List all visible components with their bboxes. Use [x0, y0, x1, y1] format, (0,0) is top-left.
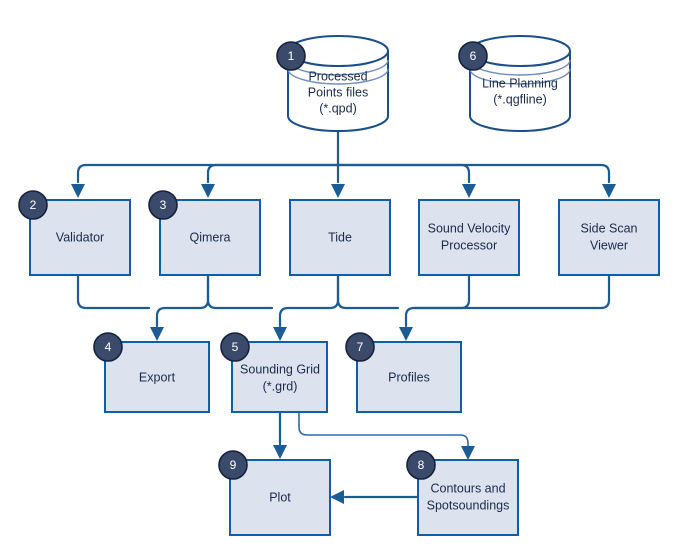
profiles-box — [356, 341, 462, 413]
processed-points-body — [287, 50, 389, 132]
edge-svp-to-profiles — [404, 273, 471, 328]
badge-line-planning-number: 6 — [470, 49, 477, 63]
line-planning-label-line-1: Line Planning — [482, 76, 558, 90]
badge-qimera[interactable] — [148, 190, 178, 220]
badge-plot-number: 9 — [230, 458, 237, 472]
tide-label: Tide — [328, 230, 352, 244]
badge-processed-points-number: 1 — [288, 49, 295, 63]
arrowhead-plot-left — [330, 490, 344, 504]
arrowhead-sidescan — [602, 184, 616, 198]
processed-points-ring-2 — [287, 68, 389, 85]
node-profiles[interactable]: Profiles 7 — [345, 332, 462, 413]
arrowhead-plot-top — [273, 445, 287, 459]
node-export[interactable]: Export 4 — [93, 332, 210, 413]
processed-points-label-line-3: (*.qpd) — [319, 101, 357, 115]
badge-sounding-grid-number: 5 — [232, 340, 239, 354]
badge-export-number: 4 — [105, 340, 112, 354]
badge-contours-and-spotsoundings[interactable] — [406, 450, 436, 480]
profiles-label: Profiles — [388, 370, 430, 384]
badge-validator-number: 2 — [30, 198, 37, 212]
export-label: Export — [139, 370, 176, 384]
qimera-label: Qimera — [190, 230, 231, 244]
plot-label: Plot — [269, 490, 291, 504]
badge-sounding-grid[interactable] — [220, 332, 250, 362]
edge-sidescan-to-profiles — [412, 273, 611, 310]
badge-plot[interactable] — [218, 450, 248, 480]
node-sound-velocity-processor[interactable]: Sound Velocity Processor — [418, 199, 520, 276]
arrowhead-sounding-grid — [273, 327, 287, 341]
arrowhead-tide — [331, 184, 345, 198]
line-planning-ring-2 — [469, 68, 571, 85]
badge-contours-and-spotsoundings-number: 8 — [418, 458, 425, 472]
arrowhead-validator — [71, 184, 85, 198]
node-validator[interactable]: Validator 2 — [18, 190, 131, 276]
node-layer: Processed Points files (*.qpd) 1 Line Pl… — [18, 35, 660, 536]
badge-qimera-number: 3 — [160, 198, 167, 212]
arrowhead-qimera — [201, 184, 215, 198]
arrowhead-export — [150, 327, 164, 341]
sound-velocity-processor-label-line-2: Processor — [441, 238, 497, 252]
side-scan-viewer-box — [558, 199, 660, 276]
plot-box — [229, 459, 331, 536]
validator-label: Validator — [56, 230, 104, 244]
arrowhead-svp — [462, 184, 476, 198]
edge-processed-points-to-qimera — [206, 163, 340, 184]
node-sounding-grid[interactable]: Sounding Grid (*.grd) 5 — [220, 332, 328, 413]
tide-box — [289, 199, 391, 276]
node-side-scan-viewer[interactable]: Side Scan Viewer — [558, 199, 660, 276]
node-tide[interactable]: Tide — [289, 199, 391, 276]
line-planning-body — [469, 50, 571, 132]
node-processed-points[interactable]: Processed Points files (*.qpd) 1 — [276, 35, 389, 132]
edge-validator-to-export — [76, 273, 151, 310]
edge-processed-points-to-validator — [76, 163, 340, 184]
arrowhead-profiles — [399, 327, 413, 341]
sound-velocity-processor-label-line-1: Sound Velocity — [428, 221, 511, 235]
badge-profiles[interactable] — [345, 332, 375, 362]
edge-qimera-to-sounding-grid — [206, 273, 274, 310]
edge-tide-to-profiles — [336, 273, 400, 310]
node-line-planning[interactable]: Line Planning (*.qgfline) 6 — [458, 35, 571, 132]
validator-box — [29, 199, 131, 276]
sound-velocity-processor-box — [418, 199, 520, 276]
line-planning-label-line-2: (*.qgfline) — [493, 92, 547, 106]
edge-sounding-grid-to-contours — [298, 411, 469, 447]
connector-layer — [71, 129, 616, 504]
side-scan-viewer-label-line-2: Viewer — [590, 238, 628, 252]
badge-validator[interactable] — [18, 190, 48, 220]
badge-line-planning[interactable] — [458, 41, 488, 71]
edge-tide-to-sounding-grid — [278, 273, 340, 328]
sounding-grid-label-line-2: (*.grd) — [263, 379, 298, 393]
badge-processed-points[interactable] — [276, 41, 306, 71]
edge-processed-points-to-svp — [336, 163, 471, 184]
side-scan-viewer-label-line-1: Side Scan — [581, 221, 638, 235]
contours-and-spotsoundings-label-line-1: Contours and — [430, 481, 505, 495]
badge-profiles-number: 7 — [357, 340, 364, 354]
edge-processed-points-to-sidescan — [336, 163, 611, 184]
qimera-box — [159, 199, 261, 276]
processed-points-label-line-1: Processed — [308, 69, 367, 83]
node-plot[interactable]: Plot 9 — [218, 450, 331, 536]
arrowhead-contours — [461, 446, 475, 460]
node-contours-and-spotsoundings[interactable]: Contours and Spotsoundings 8 — [406, 450, 519, 536]
sounding-grid-label-line-1: Sounding Grid — [240, 362, 320, 376]
processed-points-label-line-2: Points files — [308, 85, 368, 99]
badge-export[interactable] — [93, 332, 123, 362]
edge-qimera-to-export — [155, 273, 210, 328]
contours-and-spotsoundings-label-line-2: Spotsoundings — [427, 498, 510, 512]
node-qimera[interactable]: Qimera 3 — [148, 190, 261, 276]
export-box — [104, 341, 210, 413]
contours-and-spotsoundings-box — [417, 459, 519, 536]
